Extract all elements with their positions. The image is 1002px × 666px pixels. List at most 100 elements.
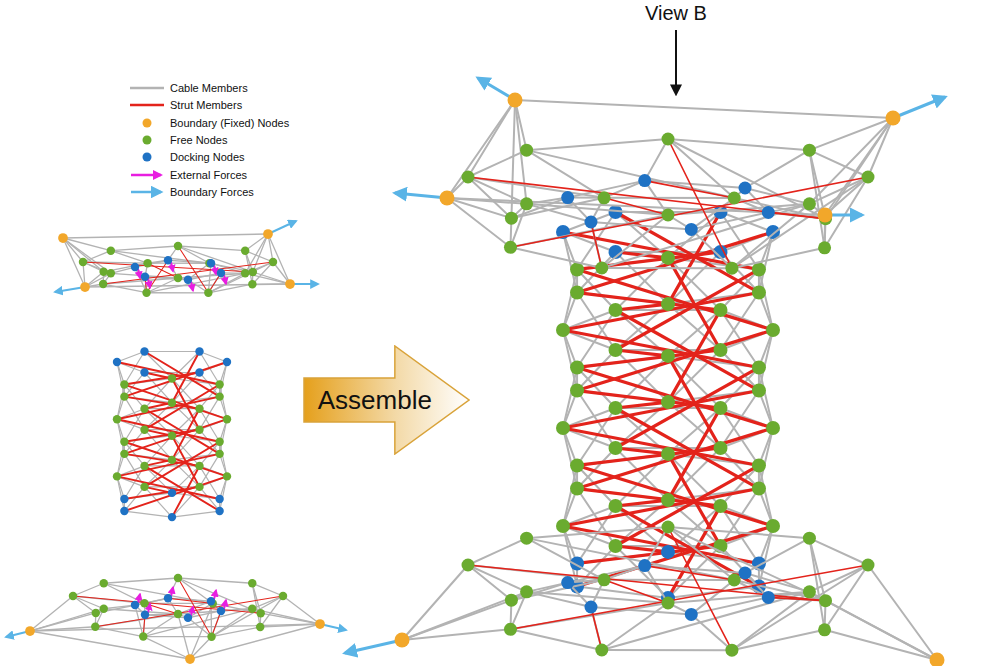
strut-member xyxy=(645,566,734,580)
free-node xyxy=(504,623,517,636)
free-node xyxy=(140,462,148,470)
docking-node xyxy=(638,559,651,572)
external-force-arrow xyxy=(191,607,193,616)
external-force-arrow xyxy=(171,262,173,271)
docking-node xyxy=(207,259,215,267)
free-node xyxy=(662,521,675,534)
external-force-arrow xyxy=(224,600,226,609)
free-node xyxy=(662,133,675,146)
boundary-force-arrow xyxy=(345,640,402,653)
strut-member xyxy=(577,526,773,587)
free-node xyxy=(100,605,108,613)
cable-member xyxy=(447,100,515,198)
view-arrow xyxy=(675,30,677,94)
free-node xyxy=(609,343,623,357)
cable-member xyxy=(809,118,893,150)
free-node xyxy=(120,438,128,446)
docking-node xyxy=(215,507,223,515)
external-force-arrow xyxy=(224,275,226,284)
free-node xyxy=(92,609,100,617)
free-node xyxy=(714,499,728,513)
docking-node xyxy=(584,215,597,228)
free-node xyxy=(174,574,182,582)
free-node xyxy=(113,472,121,480)
legend-entry: Docking Nodes xyxy=(128,149,245,165)
cable-member xyxy=(85,284,290,287)
docking-node xyxy=(131,601,139,609)
free-node xyxy=(241,246,249,254)
cable-member xyxy=(759,330,773,391)
external-force-arrow xyxy=(138,594,140,603)
cable-member xyxy=(103,284,146,293)
strut-member xyxy=(616,448,669,454)
strut-member xyxy=(616,304,669,310)
strut-member xyxy=(145,466,220,511)
cable-member xyxy=(143,636,211,637)
boundary-node xyxy=(25,626,35,636)
docking-node xyxy=(164,594,172,602)
docking-node xyxy=(120,495,128,503)
free-node xyxy=(803,585,816,598)
boundary-node xyxy=(930,653,945,666)
cable-member xyxy=(809,538,824,630)
cable-member xyxy=(190,603,213,659)
cable-member xyxy=(868,565,937,660)
free-node xyxy=(598,573,611,586)
cable-member xyxy=(168,260,211,263)
strut-member xyxy=(117,454,220,477)
free-node xyxy=(140,483,148,491)
cable-member xyxy=(510,204,526,247)
legend-sample xyxy=(128,133,166,147)
docking-node xyxy=(184,614,192,622)
cable-member xyxy=(220,442,227,477)
free-node xyxy=(100,579,108,587)
boundary-node xyxy=(886,111,901,126)
strut-member xyxy=(768,597,825,600)
cable-member xyxy=(447,198,510,247)
boundary-node xyxy=(263,229,273,239)
boundary-force-arrow xyxy=(395,193,447,198)
free-node xyxy=(195,462,203,470)
legend-sample xyxy=(128,168,166,182)
cable-member xyxy=(527,527,668,538)
strut-member xyxy=(591,222,602,268)
free-node xyxy=(269,258,277,266)
cable-member xyxy=(145,351,200,352)
free-node xyxy=(752,262,766,276)
free-node xyxy=(556,519,570,533)
strut-member xyxy=(563,391,759,428)
free-node xyxy=(570,482,584,496)
free-node xyxy=(570,458,584,472)
boundary-node xyxy=(508,93,523,108)
free-node xyxy=(714,303,728,317)
strut-member xyxy=(616,465,759,546)
cable-member xyxy=(143,637,190,659)
cable-member xyxy=(645,527,668,566)
free-node xyxy=(195,405,203,413)
cable-member xyxy=(563,465,577,526)
free-node xyxy=(195,425,203,433)
free-node xyxy=(556,323,570,337)
docking-node xyxy=(113,358,121,366)
legend-text: Strut Members xyxy=(170,99,242,111)
external-force-arrow xyxy=(148,279,150,288)
boundary-node xyxy=(80,282,90,292)
legend-sample xyxy=(128,185,166,199)
cable-member xyxy=(510,247,601,268)
free-node xyxy=(520,532,533,545)
cable-member xyxy=(759,465,773,526)
legend-text: Boundary (Fixed) Nodes xyxy=(170,117,289,129)
strut-member xyxy=(145,385,220,430)
free-node xyxy=(168,432,176,440)
docking-node xyxy=(184,276,192,284)
cable-member xyxy=(527,139,668,150)
strut-member xyxy=(604,198,668,215)
strut-member xyxy=(178,578,212,637)
strut-member xyxy=(668,139,732,268)
docking-node xyxy=(739,182,752,195)
free-node xyxy=(520,585,533,598)
free-node xyxy=(752,384,766,398)
docking-node xyxy=(120,507,128,515)
boundary-node xyxy=(58,233,68,243)
legend-text: Free Nodes xyxy=(170,134,227,146)
